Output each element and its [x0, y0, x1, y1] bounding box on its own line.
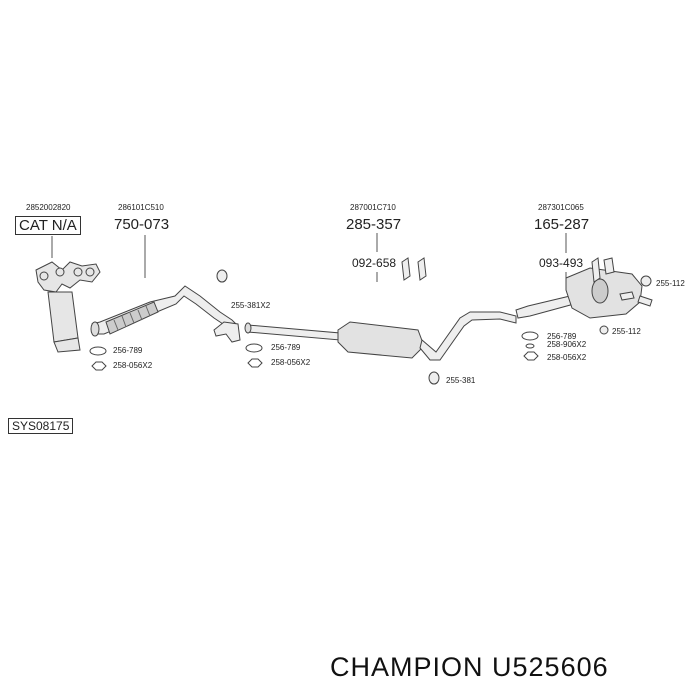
- mid-part-number: 285-357: [346, 216, 402, 233]
- hanger-e2: [599, 325, 609, 335]
- label-255-112-top: 255-112: [656, 279, 685, 288]
- catalytic-converter: [35, 261, 101, 353]
- nut-a: [91, 361, 107, 371]
- mid-part-code: 287001C710: [350, 203, 396, 212]
- bracket-rear-right: [603, 257, 615, 275]
- cat-part-code: 2852002820: [26, 203, 71, 212]
- label-256-789-b: 256-789: [271, 343, 301, 352]
- gasket-d: [521, 331, 539, 341]
- mid-sub-number: 092-658: [352, 256, 397, 270]
- bracket-mid-left: [401, 257, 411, 281]
- rear-part-number: 165-287: [534, 216, 590, 233]
- brand-and-part-number: CHAMPION U525606: [330, 652, 609, 683]
- mid-pipe: [244, 311, 517, 361]
- gaskets-and-nuts: [89, 331, 539, 371]
- gasket-b: [245, 343, 263, 353]
- bracket-rear-small: [619, 291, 635, 301]
- front-pipe: [90, 285, 239, 337]
- brand-name: CHAMPION: [330, 652, 484, 682]
- front-pipe-number: 750-073: [114, 216, 170, 233]
- cat-part-label: CAT N/A: [15, 216, 81, 235]
- rear-silencer: [515, 267, 653, 319]
- label-258-056x2-d: 258-056X2: [547, 353, 587, 362]
- front-pipe-code: 286101C510: [118, 203, 164, 212]
- label-256-789-d: 256-789: [547, 332, 577, 341]
- rear-sub-number: 093-493: [539, 256, 584, 270]
- nut-b: [247, 358, 263, 368]
- label-258-906x2: 258-906X2: [547, 340, 587, 349]
- nut-d: [523, 351, 539, 361]
- hanger-b: [216, 269, 228, 283]
- part-number: U525606: [492, 652, 609, 682]
- hanger-c: [428, 371, 440, 385]
- brackets: [213, 257, 635, 343]
- clamp-front: [213, 321, 241, 343]
- label-255-381x2: 255-381X2: [231, 301, 271, 310]
- label-255-112-bottom: 255-112: [612, 327, 641, 336]
- rear-part-code: 287301C065: [538, 203, 584, 212]
- label-255-381: 255-381: [446, 376, 476, 385]
- system-code: SYS08175: [8, 418, 74, 434]
- gasket-a: [89, 346, 107, 356]
- hangers: [216, 269, 652, 385]
- label-256-789-a: 256-789: [113, 346, 143, 355]
- label-258-056x2-b: 258-056X2: [271, 358, 311, 367]
- bracket-mid-right: [417, 257, 427, 281]
- bracket-rear-left: [591, 257, 601, 283]
- hanger-e1: [640, 275, 652, 287]
- gasket-d2: [525, 343, 535, 349]
- label-258-056x2-a: 258-056X2: [113, 361, 153, 370]
